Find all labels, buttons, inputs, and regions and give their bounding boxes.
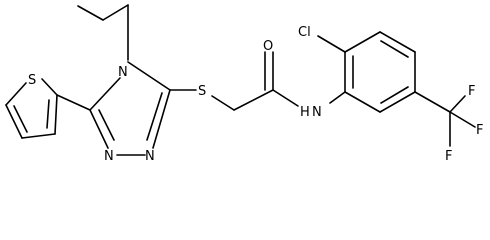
- bond-triazole-c3-n2-double: [146, 92, 163, 141]
- atom-label-amide-nitrogen: N: [312, 105, 322, 120]
- bond-ring-cf3: [414, 91, 451, 113]
- atom-label-thioether-sulfur: S: [198, 84, 206, 99]
- atom-label-thiophene-sulfur: S: [28, 73, 36, 88]
- bond-triazole-n1-c5: [89, 109, 109, 149]
- bond-n-aryl: [329, 91, 346, 104]
- bond-propyl-1: [77, 5, 104, 21]
- bond-c-f-top: [449, 95, 466, 113]
- bond-c-f-right: [449, 111, 476, 128]
- bond-c-n: [272, 89, 299, 107]
- bond-ch2-co: [233, 89, 274, 111]
- atom-label-triazole-n4: N: [118, 65, 128, 80]
- bond-triazole-c5-n4: [89, 77, 121, 111]
- atom-label-fluorine-top: F: [468, 84, 475, 99]
- bond-thiophene-c3-c2: [54, 94, 58, 135]
- bond-c-cl: [317, 35, 346, 53]
- atom-label-chlorine: Cl: [298, 25, 311, 40]
- bond-thiophene-c2-s: [41, 78, 58, 96]
- bond-ring-c5-c6: [379, 91, 416, 113]
- bond-thiophene-c4-c3: [21, 133, 56, 139]
- atom-label-carbonyl-oxygen: O: [263, 39, 273, 54]
- bond-ring-c5-c6-double: [380, 86, 409, 104]
- bond-thiophene-c5-c4-double: [13, 105, 28, 133]
- bond-thiophene-c3-c2-double: [46, 99, 50, 129]
- atom-label-fluorine-right: F: [476, 123, 483, 138]
- bond-propyl-2: [102, 4, 129, 21]
- bond-triazole-n1-c5-double: [98, 109, 115, 141]
- bond-ring-c2-c3: [344, 31, 381, 53]
- bond-triazole-n4-c3: [127, 61, 171, 91]
- bond-thiophene-c5-c4: [5, 104, 23, 139]
- bond-thiophene-s-c5: [5, 82, 27, 106]
- atom-label-amide-hydrogen: H: [300, 105, 310, 120]
- atom-label-fluorine-bottom: F: [445, 149, 452, 164]
- bond-ring-c6-c1: [344, 91, 381, 113]
- bond-lines: [5, 4, 476, 156]
- bond-ring-c3-c4-double: [380, 40, 409, 58]
- bond-triazole-c3-n2: [152, 89, 171, 149]
- bond-s-ch2: [211, 95, 235, 111]
- bond-thiophene-link: [56, 94, 91, 111]
- atom-label-triazole-n1: N: [104, 149, 114, 164]
- bond-ring-c3-c4: [379, 31, 416, 53]
- atom-label-triazole-n2: N: [145, 149, 155, 164]
- molecule-structure: S N N N S O N H Cl F F F: [5, 4, 483, 164]
- atom-labels: S N N N S O N H Cl F F F: [28, 25, 483, 164]
